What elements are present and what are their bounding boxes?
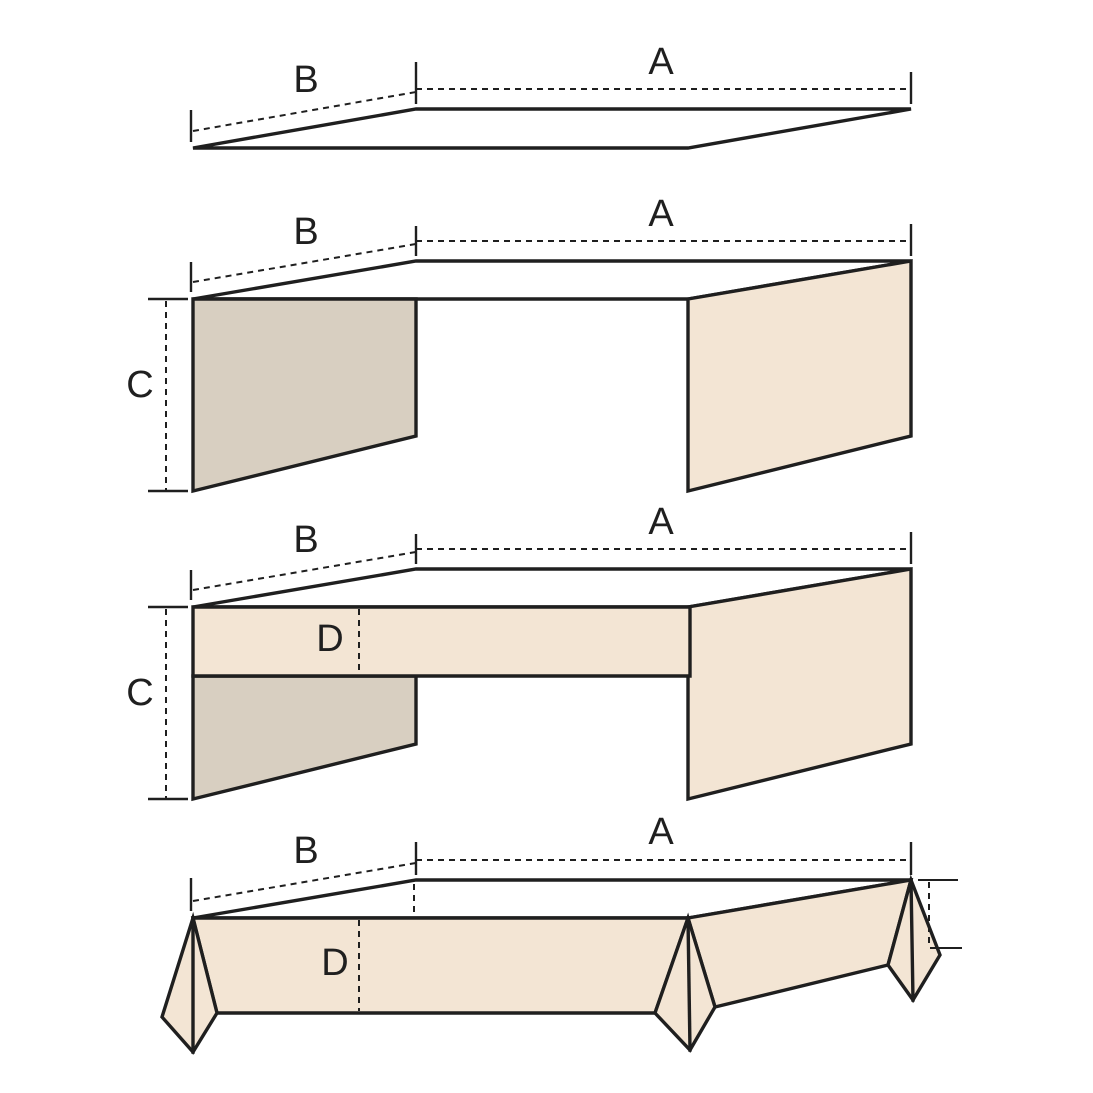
table-top-surface	[192, 107, 912, 150]
label-a: A	[648, 193, 674, 235]
left-side-drop	[191, 297, 418, 494]
corner-pleat-back-right-fold	[909, 878, 915, 1002]
panel-side-drops: B A C	[126, 193, 913, 494]
panel-table-top: B A	[189, 41, 913, 150]
left-side-drop	[191, 674, 418, 802]
label-a: A	[648, 811, 674, 853]
label-b: B	[293, 519, 318, 561]
panel-side-and-front-drops: D B A C	[126, 501, 913, 802]
label-b: B	[293, 59, 318, 101]
corner-pleat-front-right-fold	[686, 916, 692, 1052]
label-b: B	[293, 211, 318, 253]
right-side-drop	[686, 258, 913, 494]
dimension-b-line	[192, 91, 417, 132]
label-b: B	[293, 830, 318, 872]
label-c: C	[126, 672, 153, 714]
dimension-b-line	[192, 551, 417, 591]
right-side-drop	[686, 566, 913, 802]
dimension-b-line	[192, 243, 417, 283]
front-drop	[191, 605, 692, 678]
dimension-b-line	[192, 862, 417, 902]
label-d: D	[321, 942, 348, 984]
label-c: C	[126, 364, 153, 406]
label-a: A	[648, 41, 674, 83]
panel-fitted-tablecloth: D B A	[160, 811, 962, 1055]
label-d: D	[316, 618, 343, 660]
label-a: A	[648, 501, 674, 543]
front-skirt	[190, 916, 691, 1015]
